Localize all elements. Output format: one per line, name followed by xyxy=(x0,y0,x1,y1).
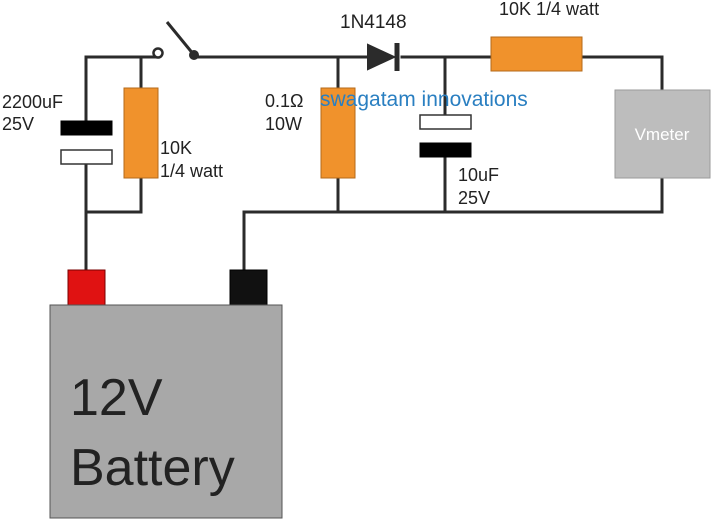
cap-small-plate-solid xyxy=(419,142,472,158)
cap-large-plate-solid xyxy=(60,120,113,136)
diode-label: 1N4148 xyxy=(340,12,407,33)
voltmeter-label: Vmeter xyxy=(635,125,690,144)
cap-large-plate-hollow xyxy=(60,149,113,165)
battery-voltage-label: 12V xyxy=(70,369,163,427)
cap-large-value: 2200uF xyxy=(2,92,63,112)
diode-triangle xyxy=(367,43,397,71)
watermark-text: swagatam innovations xyxy=(320,88,528,111)
resistor-shunt-rating: 10W xyxy=(265,114,302,134)
battery-body xyxy=(49,304,283,519)
resistor-bleed-value: 10K xyxy=(160,138,192,158)
battery-positive-terminal xyxy=(67,269,106,306)
battery-12v: 12V Battery xyxy=(49,269,283,519)
resistor-series-label: 10K 1/4 watt xyxy=(499,0,599,19)
resistor-shunt-value: 0.1Ω xyxy=(265,91,303,111)
battery-negative-terminal xyxy=(229,269,268,306)
resistor-series: 10K 1/4 watt xyxy=(490,0,599,72)
resistor-bleed: 10K 1/4 watt xyxy=(123,87,223,181)
cap-small-plate-hollow xyxy=(419,114,472,130)
voltmeter: Vmeter xyxy=(614,89,711,179)
diode-1n4148: 1N4148 xyxy=(340,12,407,71)
resistor-series-body xyxy=(490,36,583,72)
toggle-switch xyxy=(152,21,199,60)
resistor-bleed-body xyxy=(123,87,159,179)
capacitor-2200uf: 2200uF 25V xyxy=(2,92,113,165)
voltmeter-body xyxy=(614,89,711,179)
wires xyxy=(84,55,664,272)
cap-small-value: 10uF xyxy=(458,165,499,185)
resistor-shunt: 0.1Ω 10W xyxy=(265,87,356,179)
capacitor-10uf: 10uF 25V xyxy=(419,114,499,208)
switch-right-contact xyxy=(189,50,199,60)
cap-large-voltage: 25V xyxy=(2,114,34,134)
switch-lever xyxy=(165,21,196,56)
cap-small-voltage: 25V xyxy=(458,188,490,208)
resistor-shunt-body xyxy=(320,87,356,179)
switch-left-contact xyxy=(152,47,164,59)
resistor-bleed-rating: 1/4 watt xyxy=(160,161,223,181)
battery-name-label: Battery xyxy=(70,439,235,497)
